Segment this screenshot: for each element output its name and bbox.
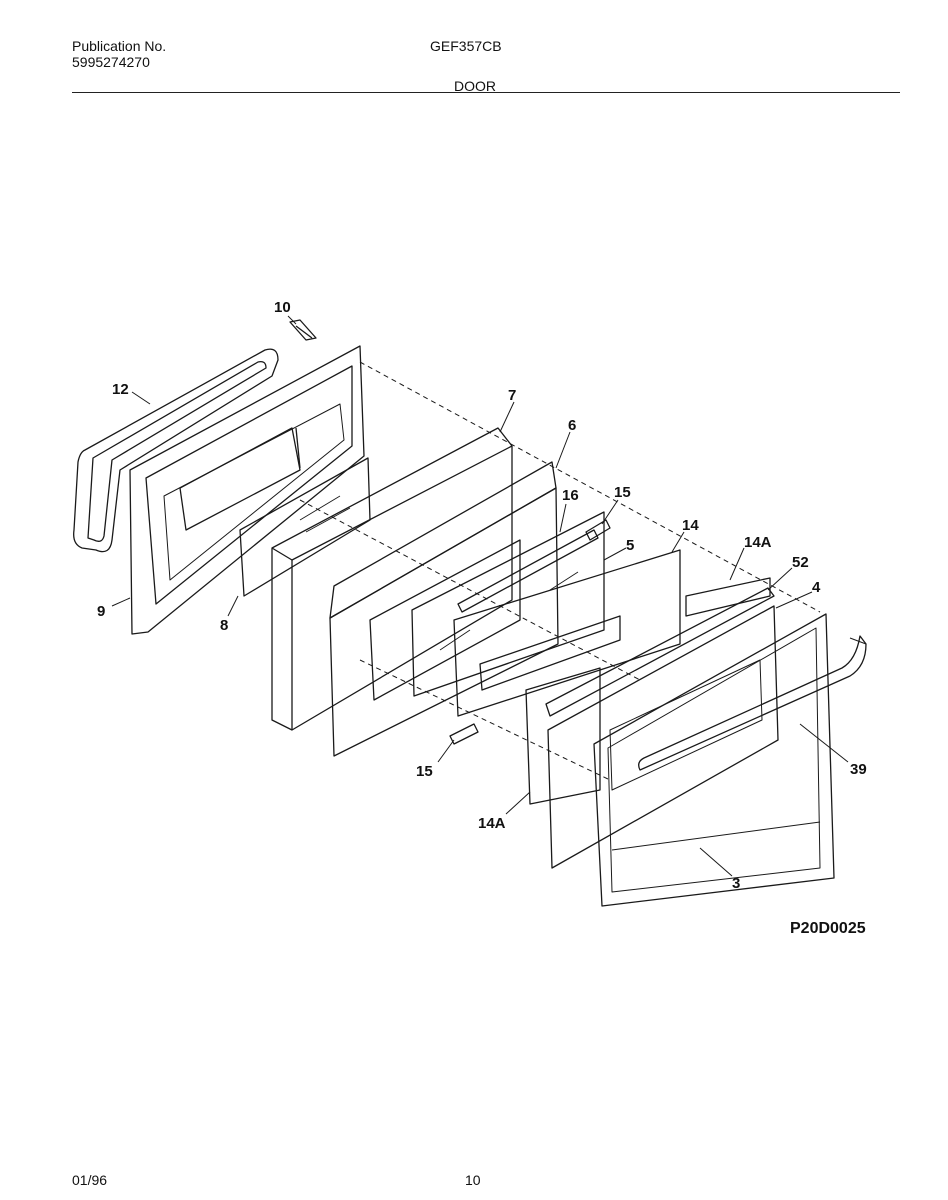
callout-39: 39 [850, 761, 867, 778]
callout-14: 14 [682, 517, 699, 534]
leader-lines [111, 315, 849, 877]
glass-bracket-upper-part [585, 519, 611, 541]
footer-date: 01/96 [72, 1172, 108, 1188]
front-door-frame-part [593, 613, 835, 907]
section-title: DOOR [454, 78, 496, 94]
outer-door-frame-part [129, 345, 365, 635]
callout-7: 7 [508, 387, 516, 404]
callout-9: 9 [97, 603, 105, 620]
door-liner-part [329, 461, 559, 757]
door-handle-part [638, 635, 867, 771]
door-gasket-part [73, 348, 279, 553]
callout-4: 4 [812, 579, 821, 596]
callout-5: 5 [626, 537, 634, 554]
drawing-code: P20D0025 [790, 920, 866, 937]
glass-bracket-lower-part [449, 723, 479, 745]
glass-spacer-rear-part [685, 577, 771, 617]
hinge-pin-part [289, 319, 317, 341]
insulation-part [271, 427, 513, 731]
glass-spacer-front-part [525, 667, 601, 805]
callout-52: 52 [792, 554, 809, 571]
page-number: 10 [465, 1172, 481, 1188]
callout-14A-front: 14A [478, 815, 506, 832]
callout-10: 10 [274, 299, 291, 316]
callout-14A-rear: 14A [744, 534, 772, 551]
callout-3: 3 [732, 875, 740, 892]
glass-channel-part [457, 529, 599, 613]
assembly-axes [299, 361, 821, 781]
trim-strip-part [545, 587, 775, 717]
callout-6: 6 [568, 417, 576, 434]
outer-glass-part [453, 549, 681, 717]
front-glass-panel-part [547, 605, 779, 869]
header-rule [72, 92, 900, 93]
model-number: GEF357CB [430, 38, 502, 54]
publication-label: Publication No. [72, 38, 167, 54]
publication-number: 5995274270 [72, 54, 150, 70]
callout-15-upper: 15 [614, 484, 631, 501]
callout-16: 16 [562, 487, 579, 504]
callout-12: 12 [112, 381, 129, 398]
callout-15-lower: 15 [416, 763, 433, 780]
callout-labels: 10 12 9 8 7 6 16 15 5 14 14A 52 4 39 15 … [97, 299, 867, 892]
callout-8: 8 [220, 617, 228, 634]
